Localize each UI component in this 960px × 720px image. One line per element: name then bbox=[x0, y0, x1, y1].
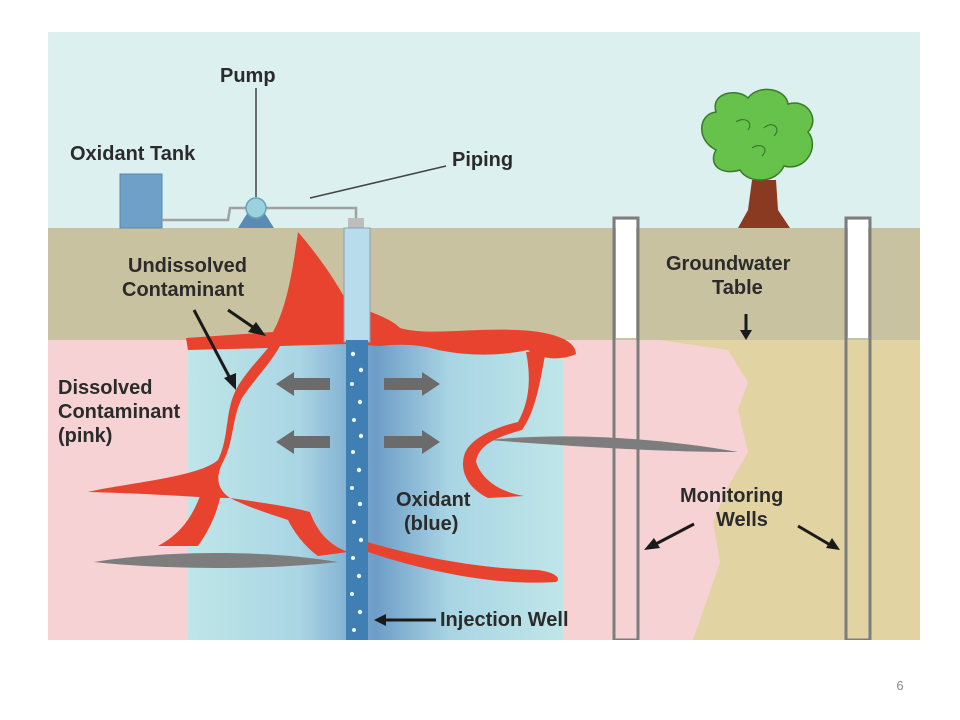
oxidant-tank-label: Oxidant Tank bbox=[70, 143, 196, 165]
piping bbox=[162, 206, 358, 222]
undissolved-contaminant-label-line1: Undissolved bbox=[128, 255, 247, 277]
injection-well-label: Injection Well bbox=[440, 609, 569, 631]
pump-base bbox=[238, 212, 274, 228]
dissolved-contaminant-label-line1: Dissolved bbox=[58, 377, 152, 399]
dissolved-contaminant-label-line3: (pink) bbox=[58, 425, 112, 447]
piping-label: Piping bbox=[452, 149, 513, 171]
unsaturated-soil-layer bbox=[48, 228, 920, 340]
groundwater-table-label-line1: Groundwater bbox=[666, 253, 791, 275]
piping-leader-line bbox=[309, 165, 447, 199]
groundwater-table-label-line2: Table bbox=[712, 277, 763, 299]
oxidant-label-line2: (blue) bbox=[404, 513, 458, 535]
injection-well-cap bbox=[348, 218, 364, 228]
undissolved-contaminant bbox=[88, 232, 576, 583]
undissolved-contaminant-label-line2: Contaminant bbox=[122, 279, 245, 301]
dissolved-contaminant-label-line2: Contaminant bbox=[58, 401, 181, 423]
pump-label: Pump bbox=[220, 65, 276, 87]
clean-groundwater-zone bbox=[660, 340, 920, 640]
remediation-diagram: Pump Oxidant Tank Piping Undissolved Con… bbox=[48, 32, 920, 640]
pump bbox=[245, 197, 267, 219]
oxidant-tank bbox=[119, 173, 163, 229]
injection-well-casing bbox=[343, 227, 371, 343]
oxidant-bubbles bbox=[350, 351, 364, 632]
monitoring-well-left bbox=[612, 216, 640, 640]
oxidant-label-line1: Oxidant bbox=[396, 489, 471, 511]
slide-number: 6 bbox=[896, 678, 904, 693]
label-arrows bbox=[192, 308, 840, 626]
monitoring-wells-label-line2: Wells bbox=[716, 509, 768, 531]
oxidant-flow-arrows bbox=[276, 372, 440, 454]
monitoring-wells-label-line1: Monitoring bbox=[680, 485, 783, 507]
tree bbox=[701, 88, 814, 228]
monitoring-well-right bbox=[844, 216, 872, 640]
injection-well-screen bbox=[346, 340, 368, 640]
